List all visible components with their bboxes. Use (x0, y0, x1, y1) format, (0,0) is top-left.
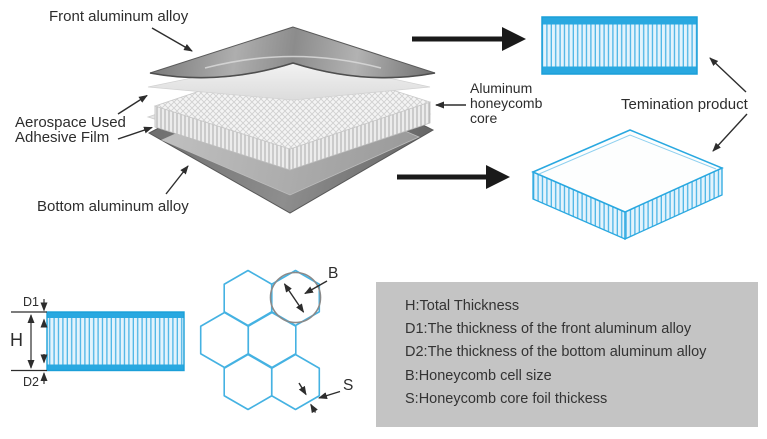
s-leader-arrow (318, 390, 341, 399)
adhesive-film-label: Aerospace Used Adhesive Film (15, 115, 126, 145)
honeycomb-core-label-line1: Aluminum (470, 80, 533, 96)
honeycomb-core-label-line2: honeycomb (470, 95, 543, 111)
panel-cross-section-product (541, 16, 698, 75)
adhesive-top-leader-arrow (117, 94, 148, 115)
s-dimension-label: S (343, 377, 354, 394)
d2-dimension-label: D2 (23, 375, 39, 389)
termination-upper-leader-arrow (709, 57, 747, 93)
cell-size-double-arrow (283, 283, 305, 313)
thickness-cross-section-diagram (11, 299, 185, 384)
h-dimension-label: H (10, 330, 23, 350)
legend-box: H:Total Thickness D1:The thickness of th… (376, 282, 758, 427)
flow-arrow-bottom-icon (397, 165, 510, 189)
s-tick-lower-arrow (310, 403, 318, 414)
honeycomb-core-label: Aluminum honeycomb core (470, 81, 542, 126)
legend-item: H:Total Thickness (405, 298, 520, 314)
adhesive-film-label-line2: Adhesive Film (15, 129, 110, 146)
d1-dimension-label: D1 (23, 295, 39, 309)
cell-size-circle (269, 271, 322, 324)
termination-product-label: Temination product (621, 96, 748, 113)
legend-item: D2:The thickness of the bottom aluminum … (405, 344, 707, 361)
b-leader-arrow (304, 280, 328, 295)
bottom-alloy-leader-arrow (165, 165, 189, 195)
legend-item: B:Honeycomb cell size (405, 367, 552, 384)
front-alloy-label: Front aluminum alloy (49, 8, 189, 25)
legend-item: D1:The thickness of the front aluminum a… (405, 321, 692, 338)
hex-cell (270, 353, 321, 411)
b-dimension-label: B (328, 265, 339, 282)
front-alloy-layer (149, 26, 436, 79)
adhesive-film-label-line1: Aerospace Used (15, 114, 126, 131)
exploded-view (117, 26, 466, 214)
honeycomb-core-label-line3: core (470, 110, 498, 126)
bottom-alloy-label: Bottom aluminum alloy (37, 198, 189, 215)
panel-3d-product (531, 129, 724, 241)
adhesive-bottom-leader-arrow (117, 126, 153, 140)
front-alloy-leader-arrow (151, 27, 193, 52)
termination-lower-leader-arrow (712, 113, 748, 152)
flow-arrow-top-icon (412, 27, 526, 51)
legend-item: S:Honeycomb core foil thickess (405, 390, 608, 407)
s-tick-upper-arrow (298, 382, 307, 396)
honeycomb-cell-pattern (199, 269, 321, 411)
